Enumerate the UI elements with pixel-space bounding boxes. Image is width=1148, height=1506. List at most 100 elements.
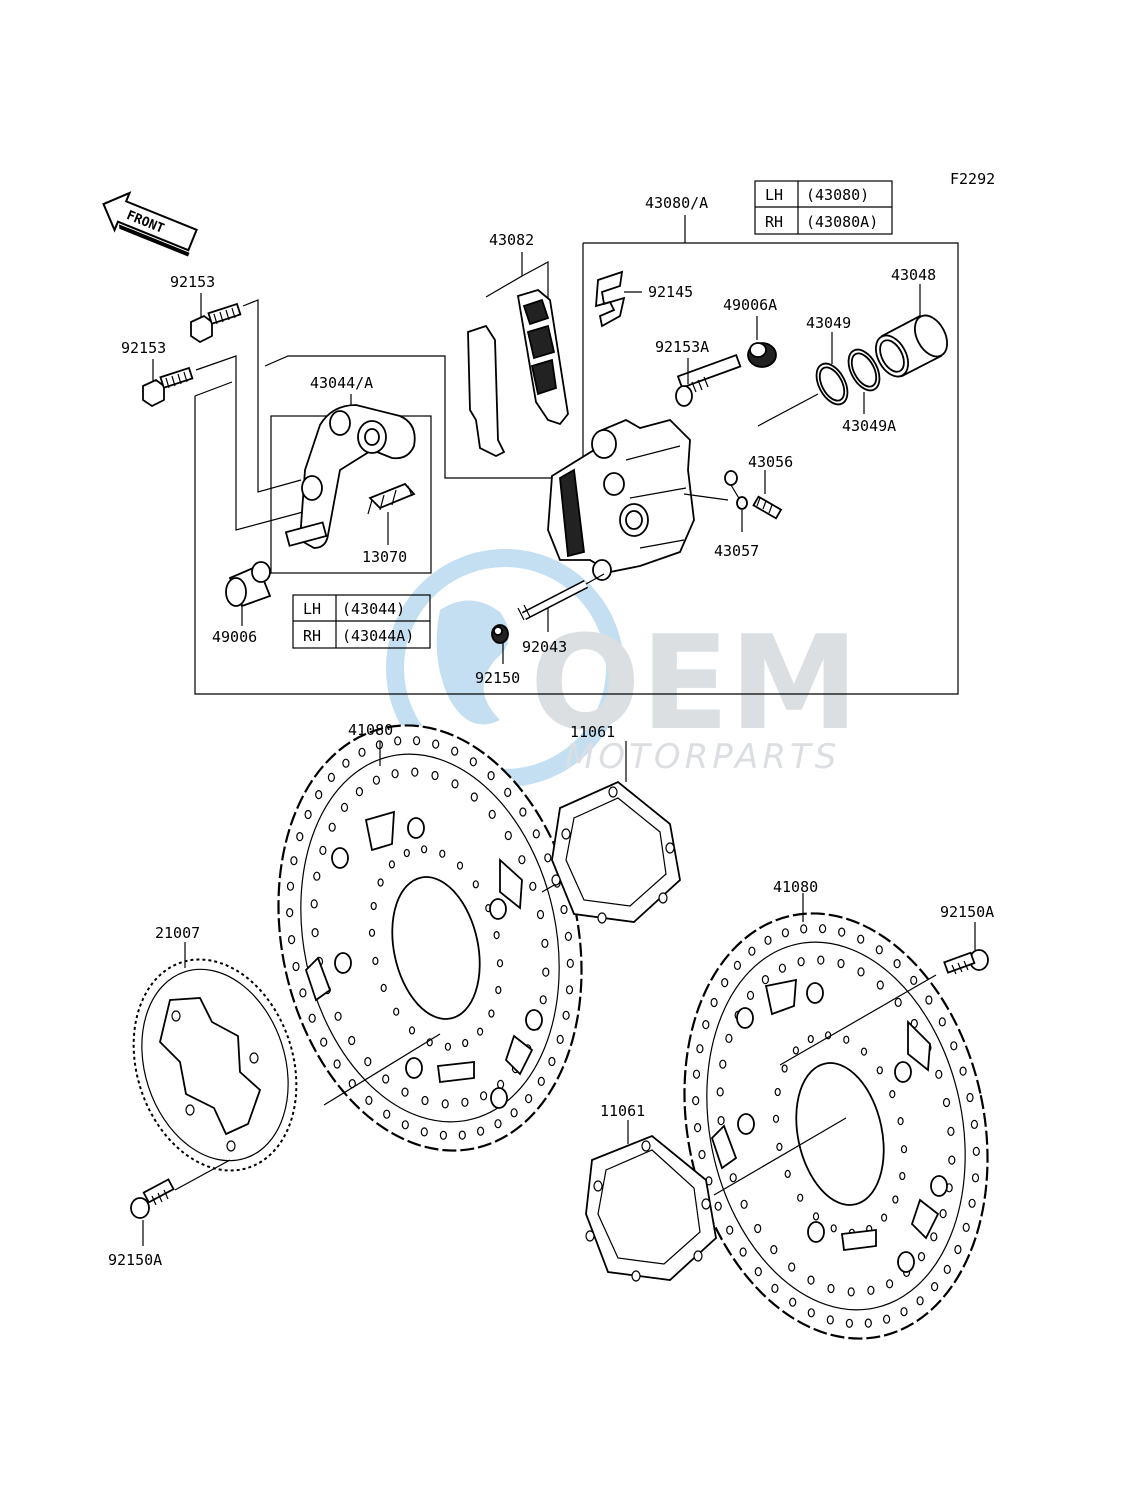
disc-vent-hole <box>827 1283 835 1294</box>
disc-vent-hole <box>536 909 545 920</box>
disc-vent-hole <box>358 747 366 757</box>
disc-vent-hole <box>719 1059 727 1069</box>
disc-vent-hole <box>717 1115 725 1126</box>
disc-vent-hole <box>943 1264 951 1275</box>
disc-vent-hole <box>286 881 295 891</box>
disc-vent-hole <box>493 930 500 940</box>
disc-vent-hole <box>487 770 495 781</box>
disc-vent-hole <box>900 1145 908 1154</box>
disc-vent-hole <box>733 960 742 971</box>
brake-disc-left-41080 <box>277 724 583 1152</box>
disc-vent-hole <box>935 1069 943 1079</box>
bracket-table-rh-side: RH <box>303 627 321 645</box>
disc-vent-hole <box>698 1149 706 1160</box>
clip-92150 <box>491 624 509 644</box>
caliper-table-rh-part: (43080A) <box>806 213 878 231</box>
disc-vent-hole <box>916 1296 924 1306</box>
caliper-table-lh-part: (43080) <box>806 186 869 204</box>
disc-vent-hole <box>797 957 805 967</box>
disc-vent-hole <box>348 1035 356 1046</box>
caliper-body <box>547 418 695 581</box>
disc-vent-hole <box>939 1208 947 1219</box>
brake-disc-right-41080 <box>683 912 989 1340</box>
label-92145: 92145 <box>648 283 693 301</box>
disc-vent-hole <box>692 1095 700 1106</box>
disc-vent-hole <box>556 1034 564 1045</box>
disc-vent-hole <box>938 1017 946 1027</box>
disc-vent-hole <box>532 829 540 839</box>
disc-vent-hole <box>388 860 395 869</box>
disc-vent-hole <box>754 1223 762 1234</box>
disc-vent-hole <box>310 899 318 909</box>
disc-vent-hole <box>544 853 552 863</box>
disc-vent-hole <box>721 977 729 988</box>
disc-vent-hole <box>971 1173 980 1183</box>
disc-vent-hole <box>451 779 459 789</box>
disc-vent-hole <box>972 1146 980 1157</box>
disc-vent-hole <box>292 961 300 972</box>
disc-vent-hole <box>504 830 512 841</box>
disc-vent-hole <box>714 1201 722 1211</box>
disc-vent-hole <box>797 1193 804 1202</box>
disc-vent-hole <box>327 772 335 783</box>
disc-vent-hole <box>948 1155 956 1165</box>
label-49006A: 49006A <box>723 296 777 314</box>
disc-vent-hole <box>860 1047 868 1056</box>
label-41080-left: 41080 <box>348 721 393 739</box>
disc-vent-hole <box>764 935 772 945</box>
bolt-92153-top-path <box>242 299 302 493</box>
label-92153-top: 92153 <box>170 273 215 291</box>
disc-vent-hole <box>495 985 502 995</box>
disc-vent-hole <box>564 931 573 942</box>
disc-vent-hole <box>537 1076 545 1087</box>
disc-vent-hole <box>461 1097 469 1107</box>
disc-vent-hole <box>847 1287 855 1297</box>
disc-vent-hole <box>313 871 321 881</box>
disc-vent-hole <box>968 1198 976 1208</box>
disc-vent-hole <box>696 1044 704 1054</box>
disc-vent-hole <box>421 845 428 854</box>
bracket-table-lh-part: (43044) <box>342 600 405 618</box>
disc-vent-hole <box>462 1038 469 1048</box>
disc-vent-hole <box>315 789 323 800</box>
disc-vent-hole <box>702 1019 710 1030</box>
piston-seal-43049A <box>847 348 881 392</box>
disc-vent-hole <box>494 1119 502 1129</box>
caliper-table-lh-side: LH <box>765 186 783 204</box>
disc-vent-hole <box>789 1297 797 1307</box>
bracket-side-table: LH (43044) RH (43044A) <box>292 594 431 649</box>
disc-vent-hole <box>875 945 883 955</box>
disc-vent-hole <box>889 1089 896 1099</box>
disc-vent-hole <box>408 1026 416 1035</box>
disc-vent-hole <box>431 770 439 781</box>
disc-vent-hole <box>947 1126 955 1137</box>
disc-vent-hole <box>754 1266 762 1277</box>
disc-vent-hole <box>299 988 307 998</box>
disc-vent-hole <box>876 980 884 990</box>
left-disc-axis <box>323 1033 441 1106</box>
disc-vent-hole <box>954 1244 962 1255</box>
disc-vent-hole <box>413 736 421 746</box>
disc-vent-hole <box>439 1130 447 1140</box>
disc-vent-hole <box>566 958 574 969</box>
disc-spacer-bottom-11061 <box>585 1134 717 1282</box>
disc-vent-hole <box>394 736 402 746</box>
disc-vent-hole <box>876 1066 883 1075</box>
disc-vent-hole <box>488 809 496 820</box>
disc-vent-hole <box>807 1275 815 1285</box>
disc-vent-hole <box>562 1010 570 1020</box>
disc-vent-hole <box>788 1262 796 1272</box>
disc-vent-hole <box>401 1120 409 1130</box>
bleeder-axis-line <box>683 493 729 501</box>
disc-vent-hole <box>778 963 787 973</box>
disc-vent-hole <box>857 934 865 944</box>
disc-vent-hole <box>529 881 537 891</box>
disc-vent-hole <box>319 845 327 856</box>
disc-vent-hole <box>817 955 825 965</box>
abs-rotor-21007 <box>132 958 298 1172</box>
disc-vent-hole <box>740 1199 748 1209</box>
caliper-bracket-43044A <box>284 404 416 549</box>
disc-vent-hole <box>830 1224 837 1233</box>
label-92153A: 92153A <box>655 338 709 356</box>
disc-vent-hole <box>311 927 319 938</box>
